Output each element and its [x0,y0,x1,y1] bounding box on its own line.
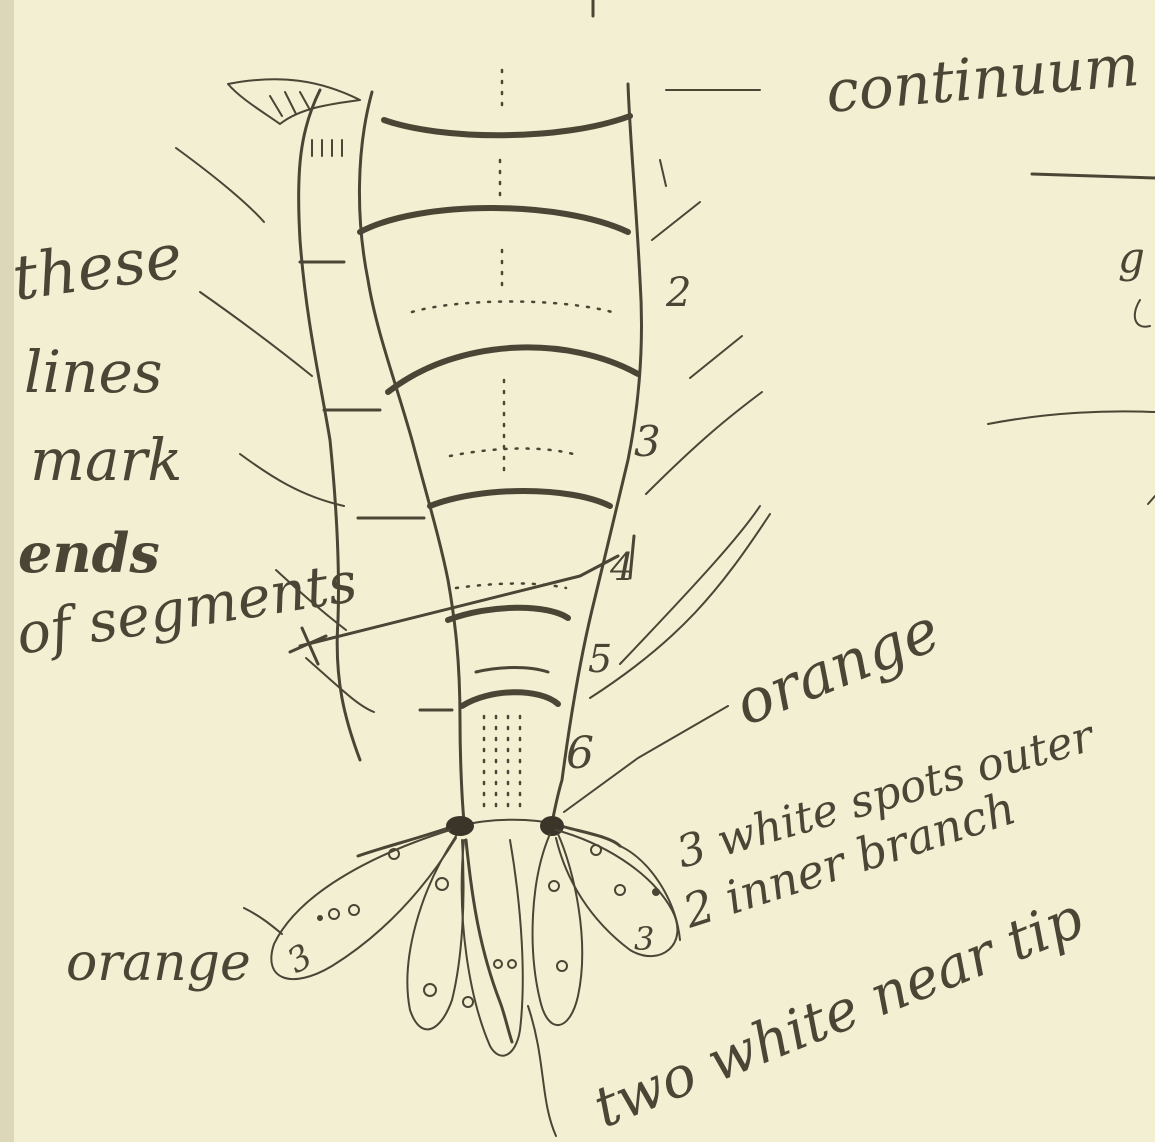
body-right-edge [552,84,642,822]
note-line-these: these [8,219,187,315]
note-orange-left: orange [66,933,251,993]
note-segment-ends: these lines mark ends of segments [8,219,362,668]
spot-label-right: 3 [634,920,654,958]
segment-boundary-4 [430,491,610,506]
dotted-arc-1 [412,302,612,313]
segment-number-3: 3 [634,417,661,466]
orange-left-pointer [244,908,282,934]
segment-number-6: 6 [566,728,594,779]
spot [652,888,660,896]
spot [549,881,559,891]
spot [349,905,359,915]
segment-number-2: 2 [665,270,691,316]
note-line-lines: lines [24,338,163,406]
note-line-ends: ends [18,521,160,585]
note-right-fragment: g [1118,233,1145,282]
segment-boundary-3 [388,347,638,392]
note-orange-top: orange [725,595,949,740]
spot [615,885,625,895]
segment-end-ticks [300,262,452,710]
dotted-arc-2 [450,449,580,457]
telson-dot-rows [484,716,520,810]
left-inner-uropod [407,836,463,1029]
tip-pointer-line [528,1006,556,1136]
spot [508,960,516,968]
right-long-stroke [988,411,1155,424]
hatched-flap [228,79,360,124]
spot [317,915,323,921]
spot [591,845,601,855]
left-uropod-joint [446,816,474,836]
right-edge-stroke [1148,496,1155,504]
segment-number-4: 4 [609,545,634,589]
telson-spine [466,840,512,1042]
spot [436,878,448,890]
underline-continuum [1032,174,1155,178]
segment-boundary-2 [360,208,628,232]
note-continuum: continuum [823,31,1141,126]
right-inner-uropod [533,834,583,1025]
spot [463,997,473,1007]
right-uropod-joint [540,816,564,836]
spot [424,984,436,996]
left-joint-stroke [358,826,454,856]
segment-number-5: 5 [588,637,612,681]
body-left-edge [359,92,464,822]
note-white-near-tip: two white near tip [585,886,1092,1141]
segment-sub-line [476,668,548,673]
right-joint-stroke [554,824,620,846]
segment-boundary-5 [448,608,568,620]
segment-boundary-6 [462,692,558,706]
spot [557,961,567,971]
right-fragment-curve [1135,300,1150,327]
spot [494,960,502,968]
spot [329,909,339,919]
note-line-mark: mark [30,426,182,494]
segment-boundary-1 [384,116,630,135]
